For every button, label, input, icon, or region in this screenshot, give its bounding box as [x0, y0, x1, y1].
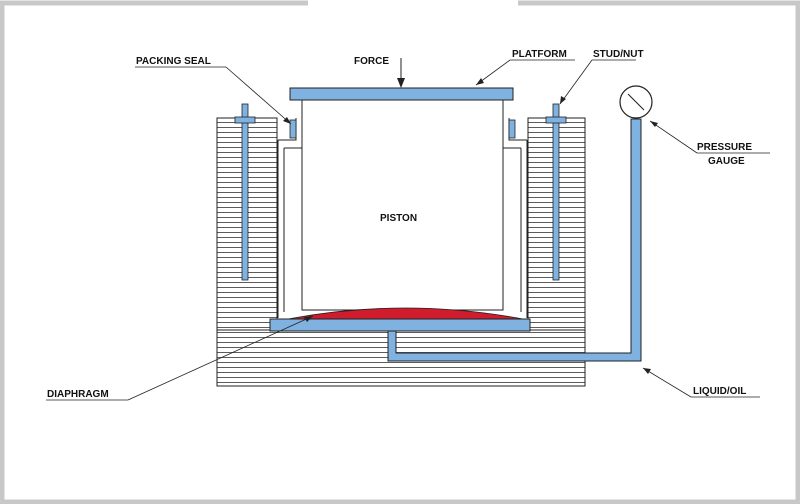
label-piston: PISTON [380, 213, 417, 224]
liquid-chamber [269, 318, 531, 332]
label-diaphragm: DIAPHRAGM [47, 389, 109, 400]
label-force: FORCE [354, 56, 389, 67]
piston [301, 99, 504, 311]
stud-left [234, 103, 256, 281]
label-packing-seal: PACKING SEAL [136, 56, 211, 67]
platform [289, 87, 514, 101]
diaphragm [287, 307, 524, 320]
label-pressure: PRESSURE [697, 142, 752, 153]
label-liquid-oil: LIQUID/OIL [693, 386, 746, 397]
force-arrow-icon [397, 58, 405, 88]
leader-lines [46, 59, 770, 401]
label-stud-nut: STUD/NUT [593, 49, 644, 60]
frame-gap [308, 0, 518, 6]
leader-arrowheads [283, 78, 658, 374]
packing-seal-right [508, 119, 516, 139]
pressure-gauge-icon [619, 85, 653, 119]
label-platform: PLATFORM [512, 49, 567, 60]
packing-seal-left [289, 119, 297, 139]
liquid-channel [387, 118, 642, 362]
label-gauge: GAUGE [708, 156, 745, 167]
stud-right [545, 103, 567, 281]
